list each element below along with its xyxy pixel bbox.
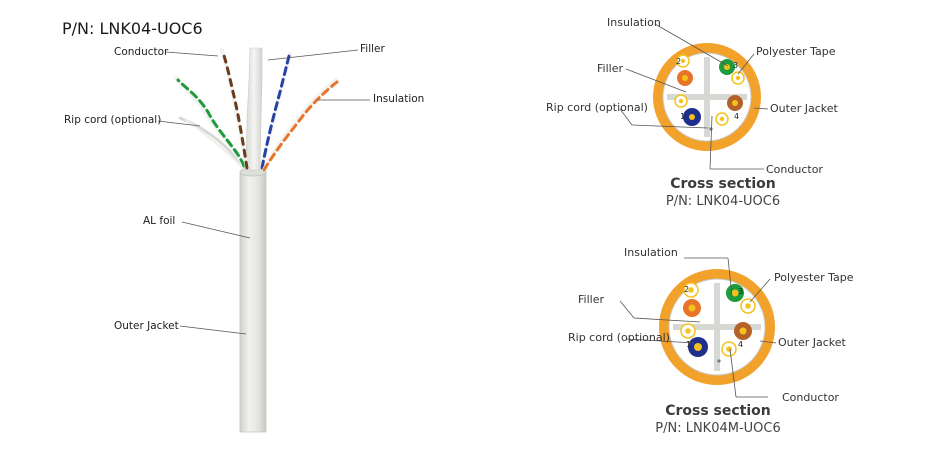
cs1-part-number: P/N: LNK04-UOC6 [665,194,781,209]
cs2-label-conductor: Conductor [782,391,839,404]
cs2-leader-lines [619,257,777,398]
cs1-filler [667,57,747,137]
cs1-title: Cross section [670,176,776,192]
green-pair [174,76,246,168]
cs2-pair-number-3: 3 [738,287,744,296]
cs2-label-outer-jacket: Outer Jacket [778,336,846,349]
cs1-label-outer-jacket: Outer Jacket [770,102,838,115]
cs2-filler [673,283,761,371]
cable-label-conductor: Conductor [114,46,169,58]
cs2-label-insulation: Insulation [624,246,678,259]
orange-pair [262,78,339,172]
cable-label-insulation: Insulation [373,93,425,105]
cs2-pair-number-1: 1 [686,340,692,349]
cross-section-2-drawing [659,269,775,385]
cs2-pair-number-2: 2 [684,285,690,294]
cable-leader-lines [157,49,370,335]
blue-pair [260,52,292,170]
filler-strand [245,47,263,171]
cs2-part-number: P/N: LNK04M-UOC6 [655,421,781,436]
cs1-label-polyester-tape: Polyester Tape [756,45,836,58]
cs1-label-rip-cord: Rip cord (optional) [546,101,648,114]
brown-pair [220,48,249,170]
cs1-pair-number-3: 3 [733,61,739,70]
cs2-title: Cross section [665,403,771,419]
cs1-pair-number-1: 1 [680,112,686,121]
cs2-label-filler: Filler [578,293,604,306]
rip-cord-strand [178,116,245,170]
cable-label-outer-jacket: Outer Jacket [114,320,179,332]
cs1-leader-lines [619,23,769,170]
cable-label-al-foil: AL foil [143,215,176,227]
cs1-label-insulation: Insulation [607,16,661,29]
cs1-pair-number-2: 2 [676,57,682,66]
cs2-label-polyester-tape: Polyester Tape [774,271,854,284]
main-part-number: P/N: LNK04-UOC6 [62,19,203,38]
cs1-pair-number-4: 4 [734,112,740,121]
cable-label-filler: Filler [360,43,385,55]
cross-section-1-drawing [653,43,761,151]
cs2-pair-number-4: 4 [738,340,744,349]
cs2-label-rip-cord: Rip cord (optional) [568,331,670,344]
cs1-label-conductor: Conductor [766,163,823,176]
outer-jacket-body [239,167,267,433]
cable-label-rip-cord: Rip cord (optional) [64,114,162,126]
cs1-label-filler: Filler [597,62,623,75]
